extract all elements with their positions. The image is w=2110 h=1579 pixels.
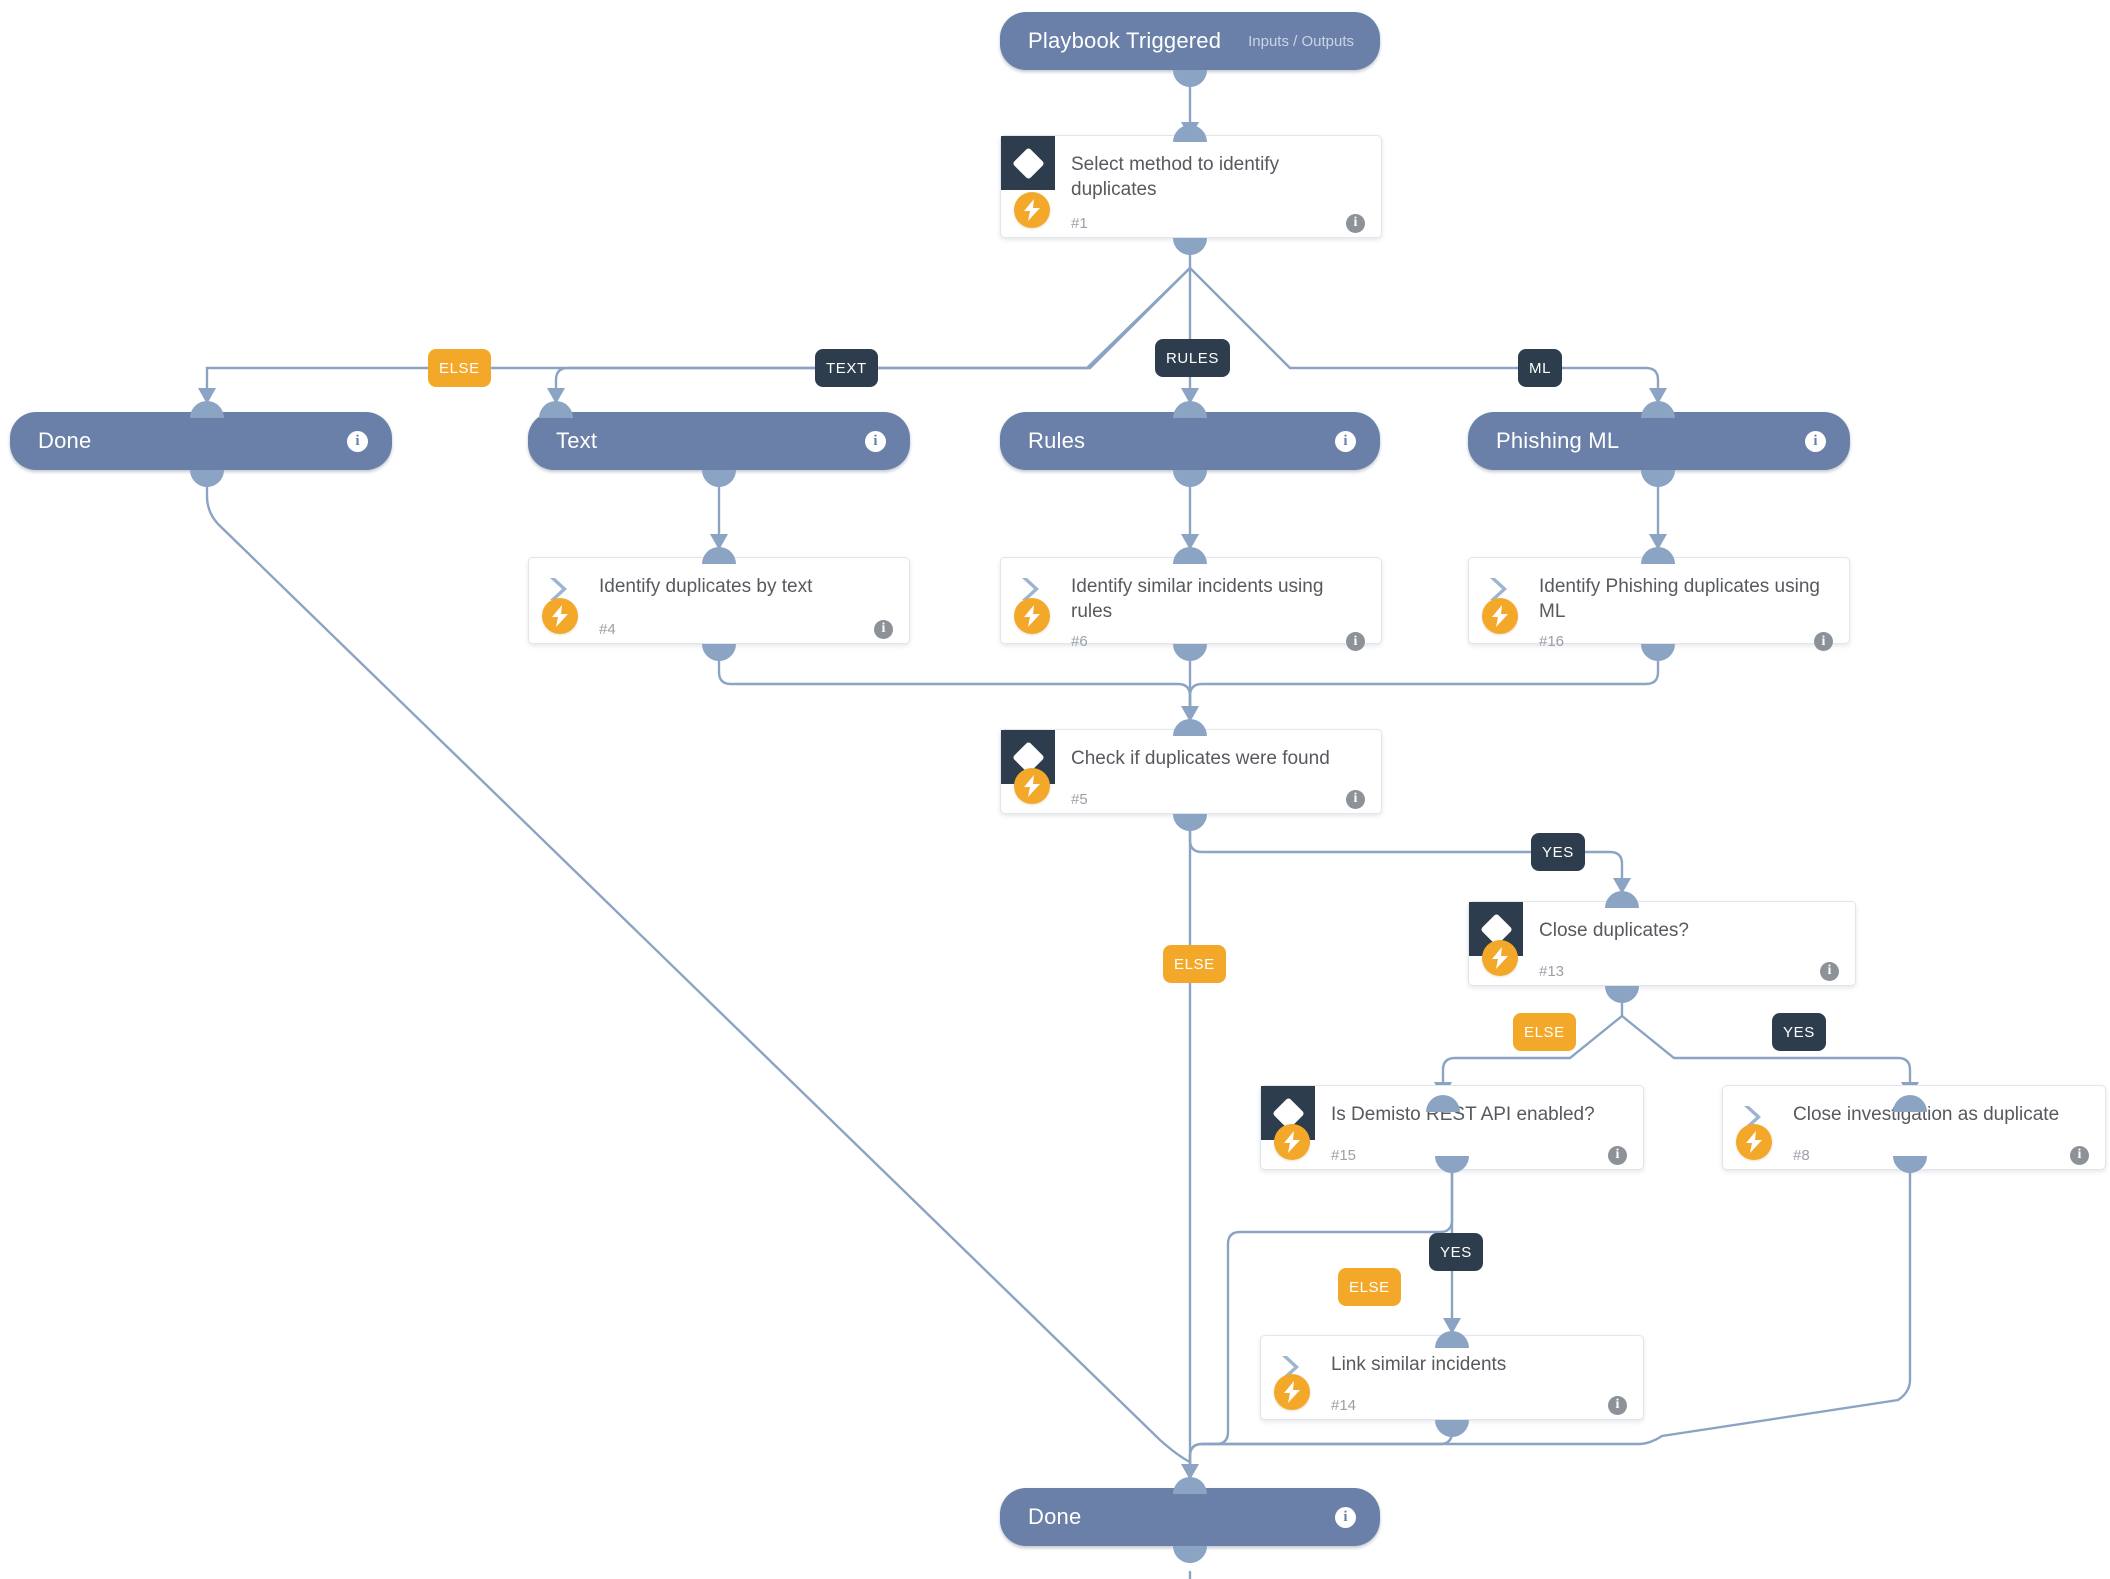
node-playbook-triggered[interactable]: Playbook Triggered Inputs / Outputs [1000, 12, 1380, 70]
info-icon[interactable]: i [1346, 789, 1365, 809]
port-out-start [1173, 70, 1207, 87]
task-number: #4 [599, 620, 616, 638]
edge-label-else-t5: ELSE [1163, 945, 1226, 983]
automation-bolt-icon [1736, 1124, 1772, 1160]
port-in-t6 [1173, 547, 1207, 564]
diamond-icon [1001, 136, 1055, 190]
port-in-t13 [1605, 891, 1639, 908]
automation-bolt-icon [1014, 768, 1050, 804]
task-title: Select method to identify duplicates [1071, 154, 1280, 201]
automation-bolt-icon [542, 598, 578, 634]
info-icon[interactable]: i [1346, 632, 1365, 652]
node-section-done-end[interactable]: Done i [1000, 1488, 1380, 1546]
port-in-done-left [190, 401, 224, 418]
wire-t1-ml [1188, 266, 1660, 396]
task-card-select-method[interactable]: Select method to identify duplicates #1 … [1000, 135, 1382, 238]
automation-bolt-icon [1014, 598, 1050, 634]
port-out-phishml [1641, 470, 1675, 487]
task-title: Identify similar incidents using rules [1071, 576, 1324, 623]
port-in-t14 [1435, 1331, 1469, 1348]
edge-label-text: TEXT [815, 349, 878, 387]
info-icon[interactable]: i [1805, 430, 1826, 452]
info-icon[interactable]: i [1335, 1506, 1356, 1528]
task-number: #8 [1793, 1146, 1810, 1164]
task-card-close-duplicates[interactable]: Close duplicates? #13 i [1468, 901, 1856, 986]
done-left-label: Done [38, 428, 92, 453]
automation-bolt-icon [1274, 1124, 1310, 1160]
port-in-t8 [1893, 1095, 1927, 1112]
port-out-done-end [1173, 1546, 1207, 1563]
edge-label-rules: RULES [1155, 339, 1231, 377]
task-card-identify-phishing-duplicates-ml[interactable]: Identify Phishing duplicates using ML #1… [1468, 557, 1850, 652]
task-number: #6 [1071, 633, 1088, 651]
node-section-rules[interactable]: Rules i [1000, 412, 1380, 470]
node-section-text[interactable]: Text i [528, 412, 910, 470]
port-out-text [702, 470, 736, 487]
task-title: Check if duplicates were found [1071, 748, 1330, 769]
wire-t1-else [205, 266, 1192, 396]
edge-label-else-t13: ELSE [1513, 1013, 1576, 1051]
chevron-right-icon [1737, 1102, 1767, 1132]
task-card-identify-similar-incidents-rules[interactable]: Identify similar incidents using rules #… [1000, 557, 1382, 652]
task-title: Identify Phishing duplicates using ML [1539, 576, 1820, 623]
task-card-check-if-duplicates-found[interactable]: Check if duplicates were found #5 i [1000, 729, 1382, 814]
playbook-triggered-label: Playbook Triggered [1028, 28, 1222, 53]
text-section-label: Text [556, 428, 598, 453]
task-number: #13 [1539, 962, 1565, 980]
port-in-text [539, 401, 573, 418]
info-icon[interactable]: i [2070, 1145, 2089, 1165]
task-title: Identify duplicates by text [599, 576, 813, 597]
port-in-t4 [702, 547, 736, 564]
edge-label-yes-t5: YES [1531, 833, 1585, 871]
port-in-t15 [1426, 1095, 1460, 1112]
edge-label-ml: ML [1518, 349, 1563, 387]
chevron-right-icon [1483, 574, 1513, 604]
task-number: #15 [1331, 1146, 1357, 1164]
done-end-label: Done [1028, 1504, 1082, 1529]
info-icon[interactable]: i [347, 430, 368, 452]
info-icon[interactable]: i [1335, 430, 1356, 452]
info-icon[interactable]: i [1608, 1395, 1627, 1415]
task-number: #16 [1539, 633, 1565, 651]
edge-label-else-root: ELSE [428, 349, 491, 387]
edge-label-yes-t13: YES [1772, 1013, 1826, 1051]
port-in-phishml [1641, 401, 1675, 418]
port-in-t1 [1173, 125, 1207, 142]
port-in-done-end [1173, 1477, 1207, 1494]
task-number: #1 [1071, 214, 1088, 232]
task-number: #5 [1071, 790, 1088, 808]
task-card-identify-duplicates-by-text[interactable]: Identify duplicates by text #4 i [528, 557, 910, 644]
automation-bolt-icon [1482, 598, 1518, 634]
port-in-rules [1173, 401, 1207, 418]
task-title: Link similar incidents [1331, 1354, 1507, 1375]
port-in-t16 [1641, 547, 1675, 564]
info-icon[interactable]: i [1814, 632, 1833, 652]
edge-label-else-t15: ELSE [1338, 1268, 1401, 1306]
automation-bolt-icon [1274, 1374, 1310, 1410]
automation-bolt-icon [1482, 940, 1518, 976]
node-section-phishing-ml[interactable]: Phishing ML i [1468, 412, 1850, 470]
inputs-outputs-link[interactable]: Inputs / Outputs [1248, 32, 1354, 50]
port-out-rules [1173, 470, 1207, 487]
info-icon[interactable]: i [1820, 961, 1839, 981]
automation-bolt-icon [1014, 192, 1050, 228]
edge-label-yes-t15: YES [1429, 1233, 1483, 1271]
task-number: #14 [1331, 1396, 1357, 1414]
wire-t13-yes [1620, 1014, 1912, 1090]
info-icon[interactable]: i [865, 430, 886, 452]
info-icon[interactable]: i [1608, 1145, 1627, 1165]
port-out-done-left [190, 470, 224, 487]
task-title: Close duplicates? [1539, 920, 1689, 941]
rules-section-label: Rules [1028, 428, 1086, 453]
node-section-done-left[interactable]: Done i [10, 412, 392, 470]
info-icon[interactable]: i [1346, 213, 1365, 233]
task-title: Close investigation as duplicate [1793, 1104, 2060, 1125]
task-title: Is Demisto REST API enabled? [1331, 1104, 1595, 1125]
phishing-ml-section-label: Phishing ML [1496, 428, 1620, 453]
port-in-t5 [1173, 719, 1207, 736]
info-icon[interactable]: i [874, 619, 893, 639]
